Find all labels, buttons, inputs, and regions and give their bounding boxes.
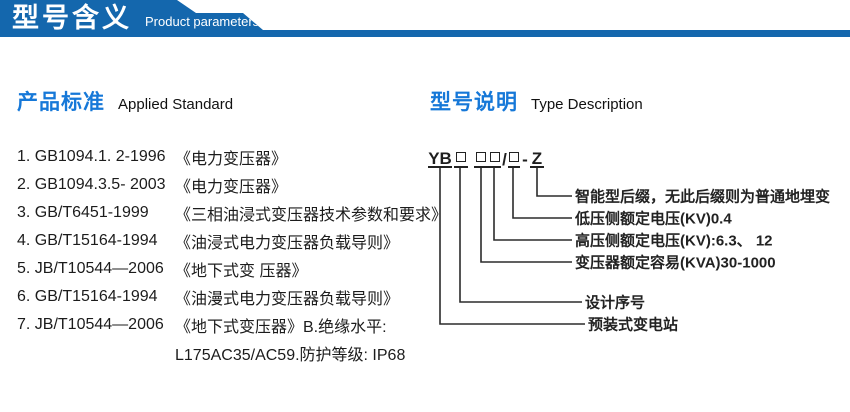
- standard-title: 《电力变压器》: [175, 151, 288, 168]
- standards-title-zh: 产品标准: [17, 91, 105, 114]
- standard-code: 5. JB/T10544—2006: [17, 260, 164, 277]
- label-prefab-station: 预装式变电站: [588, 316, 679, 334]
- standard-title: L175AC35/AC59.防护等级: IP68: [175, 347, 406, 364]
- page-subtitle: Product parameters: [145, 14, 260, 29]
- diagram-connector-lines: [439, 168, 585, 325]
- model-code-box-capacity: [474, 150, 488, 168]
- page-title: 型号含义: [12, 3, 132, 33]
- model-code-dash: -: [522, 149, 528, 169]
- standards-list: 1. GB1094.1. 2-1996 《电力变压器》 2. GB1094.3.…: [17, 143, 447, 367]
- standards-item: 5. JB/T10544—2006 《地下式变 压器》: [17, 255, 423, 283]
- model-code-box-design: [454, 150, 468, 168]
- standards-item: 4. GB/T15164-1994 《油浸式电力变压器负载导则》: [17, 227, 423, 255]
- standards-title-en: Applied Standard: [118, 96, 234, 113]
- standard-code: 3. GB/T6451-1999: [17, 204, 149, 221]
- standard-title: 《油浸式电力变压器负载导则》: [175, 235, 400, 252]
- placeholder-box-icon: [489, 152, 500, 162]
- standards-item: 1. GB1094.1. 2-1996 《电力变压器》: [17, 143, 423, 171]
- standard-title: 《电力变压器》: [175, 179, 288, 196]
- label-capacity: 变压器额定容易(KVA)30-1000: [575, 254, 776, 272]
- standards-item: 3. GB/T6451-1999 《三相油浸式变压器技术参数和要求》: [17, 199, 447, 227]
- standard-title: 《地下式变 压器》: [175, 263, 308, 280]
- standards-item: 2. GB1094.3.5- 2003 《电力变压器》: [17, 171, 423, 199]
- placeholder-box-icon: [456, 152, 466, 162]
- model-code-diagram: YB / - Z 智能型后缀，无此后缀则为普通地埋变 低压侧额定电压(KV)0.…: [428, 140, 850, 345]
- standards-item: 6. GB/T15164-1994 《油漫式电力变压器负载导则》: [17, 283, 423, 311]
- model-code-slash: /: [502, 149, 507, 169]
- model-code-prefix: YB: [428, 148, 452, 168]
- label-design-no: 设计序号: [585, 294, 646, 312]
- model-code-box-high-voltage: [488, 150, 501, 168]
- standard-code: 1. GB1094.1. 2-1996: [17, 148, 166, 165]
- standards-item: 7. JB/T10544—2006 《地下式变压器》B.绝缘水平:: [17, 311, 423, 339]
- header-banner: 型号含义 Product parameters: [0, 0, 850, 37]
- standard-code: 7. JB/T10544—2006: [17, 316, 164, 333]
- model-code-box-low-voltage: [508, 150, 520, 168]
- label-low-voltage: 低压侧额定电压(KV)0.4: [575, 210, 732, 228]
- model-code-suffix: Z: [530, 148, 544, 168]
- placeholder-box-icon: [476, 152, 486, 162]
- type-title-en: Type Description: [531, 96, 643, 113]
- standard-title: 《三相油浸式变压器技术参数和要求》: [175, 207, 448, 224]
- standard-code: 2. GB1094.3.5- 2003: [17, 176, 166, 193]
- label-smart-suffix: 智能型后缀，无此后缀则为普通地埋变: [575, 188, 831, 206]
- standards-section-title: 产品标准 Applied Standard: [17, 86, 233, 116]
- placeholder-box-icon: [509, 152, 519, 162]
- standard-title: 《油漫式电力变压器负载导则》: [175, 291, 400, 308]
- type-section-title: 型号说明 Type Description: [430, 86, 643, 116]
- standards-item-continuation: L175AC35/AC59.防护等级: IP68: [17, 339, 423, 367]
- type-title-zh: 型号说明: [430, 91, 518, 114]
- standard-code: 4. GB/T15164-1994: [17, 232, 158, 249]
- standard-code: 6. GB/T15164-1994: [17, 288, 158, 305]
- label-high-voltage: 高压侧额定电压(KV):6.3、 12: [575, 232, 773, 250]
- standard-title: 《地下式变压器》B.绝缘水平:: [175, 319, 387, 336]
